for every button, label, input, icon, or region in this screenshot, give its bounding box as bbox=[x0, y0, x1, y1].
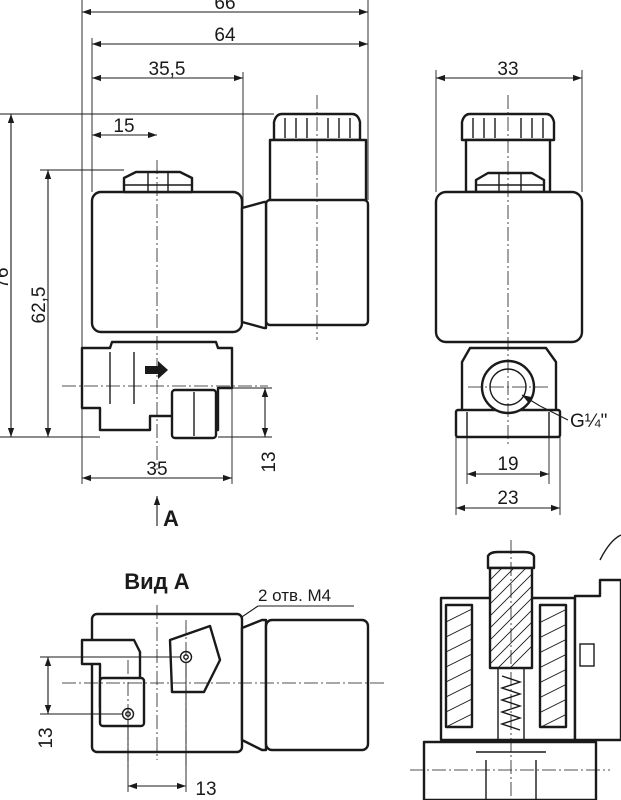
coil-cover bbox=[90, 190, 244, 334]
dim-23-label: 23 bbox=[497, 488, 518, 509]
dim-13-horizontal-label: 13 bbox=[195, 779, 216, 800]
dim-64-label: 64 bbox=[214, 25, 236, 46]
dim-33-label: 33 bbox=[497, 59, 518, 80]
side-coil-cover bbox=[434, 190, 584, 344]
holes-label: 2 отв. М4 bbox=[258, 586, 331, 605]
bottom-view: Вид А 2 отв. М4 13 13 bbox=[36, 569, 385, 800]
dim-62-5-label: 62,5 bbox=[29, 287, 50, 324]
connector-body bbox=[268, 138, 368, 206]
view-a-label: A bbox=[163, 506, 179, 531]
coil-collar bbox=[240, 200, 268, 330]
connector-ribs bbox=[284, 118, 351, 138]
dim-35-label: 35 bbox=[146, 459, 167, 480]
side-coil-nut bbox=[474, 171, 546, 194]
section-view bbox=[410, 534, 621, 800]
dim-76-label: 76 bbox=[0, 267, 13, 288]
dim-19-label: 19 bbox=[497, 454, 518, 475]
view-a-title: Вид А bbox=[124, 569, 189, 594]
bottom-port-block bbox=[98, 676, 146, 728]
dim-66-label: 66 bbox=[214, 0, 235, 14]
front-view: 66 64 35,5 15 76 62,5 35 13 A bbox=[0, 0, 370, 531]
dim-13-vertical-label: 13 bbox=[36, 727, 57, 748]
side-view: G¼" 33 19 23 bbox=[434, 59, 607, 515]
dim-35-5-label: 35,5 bbox=[149, 59, 186, 80]
bottom-mount-boss bbox=[168, 624, 222, 694]
section-top-nut bbox=[486, 550, 536, 570]
bottom-connector bbox=[264, 618, 370, 752]
dim-13-front-label: 13 bbox=[259, 451, 280, 472]
thread-label: G¼" bbox=[570, 411, 607, 432]
bottom-collar bbox=[240, 618, 268, 752]
dim-15-label: 15 bbox=[113, 116, 134, 137]
flow-arrow bbox=[145, 361, 168, 379]
coil-nut bbox=[122, 170, 194, 194]
